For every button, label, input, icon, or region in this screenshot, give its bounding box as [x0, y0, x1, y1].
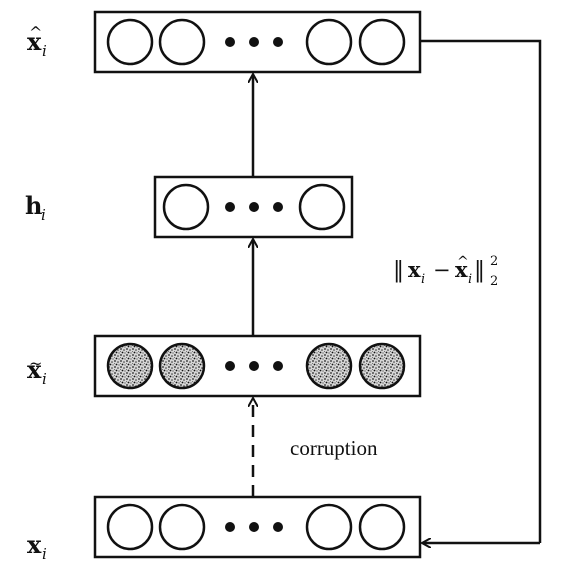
loss-sub-2: 2: [490, 274, 498, 289]
neuron-unit: [162, 183, 210, 231]
ellipsis-dot: [249, 202, 259, 212]
label-input: x i: [27, 530, 47, 563]
loss-sub-i2: i: [468, 272, 472, 287]
ellipsis-dot: [225, 202, 235, 212]
label-corrupted: ~ x i: [27, 354, 47, 388]
ellipsis-dot: [225, 37, 235, 47]
ellipsis-dot: [273, 522, 283, 532]
label-sub: i: [41, 206, 46, 224]
units: [106, 18, 406, 66]
label-accent: ~: [29, 354, 42, 373]
ellipsis-dot: [273, 37, 283, 47]
loss-norm-close: ‖: [474, 258, 485, 283]
ellipsis-dot: [273, 361, 283, 371]
loss-xhat: x: [455, 257, 468, 282]
neuron-unit: [305, 342, 353, 390]
label-reconstruction: ^ x i: [27, 23, 47, 60]
label-base: x: [27, 530, 42, 559]
units: [106, 503, 406, 551]
layer-corrupted: [93, 334, 422, 398]
neuron-unit: [358, 342, 406, 390]
label-base: h: [25, 191, 42, 220]
label-sub: i: [42, 370, 47, 388]
ellipsis-dot: [249, 522, 259, 532]
label-sub: i: [42, 42, 47, 60]
label-base: x: [27, 355, 42, 384]
ellipsis-dot: [225, 361, 235, 371]
ellipsis-dot: [249, 37, 259, 47]
units: [162, 183, 346, 231]
layer-reconstruction: [93, 10, 422, 74]
loss-sub-i: i: [421, 272, 425, 287]
neuron-unit: [158, 503, 206, 551]
neuron-unit: [358, 18, 406, 66]
loss-norm-open: ‖: [393, 258, 404, 283]
layer-box: [93, 334, 422, 398]
neuron-unit: [106, 18, 154, 66]
neuron-unit: [106, 342, 154, 390]
neuron-unit: [358, 503, 406, 551]
label-sub: i: [42, 545, 47, 563]
loss-connector: [420, 39, 542, 543]
layer-box: [93, 495, 422, 559]
layer-hidden: [153, 175, 354, 239]
label-base: x: [27, 27, 42, 56]
neuron-unit: [298, 183, 346, 231]
loss-x: x: [408, 257, 421, 282]
neuron-unit: [158, 18, 206, 66]
loss-hat: ^: [457, 254, 469, 270]
corruption-label: corruption: [290, 436, 378, 460]
label-accent: ^: [29, 23, 42, 42]
loss-minus: −: [433, 258, 451, 282]
neuron-unit: [305, 503, 353, 551]
ellipsis-dot: [225, 522, 235, 532]
loss-sup-2: 2: [490, 254, 498, 269]
units: [106, 342, 406, 390]
layer-input: [93, 495, 422, 559]
ellipsis-dot: [249, 361, 259, 371]
neuron-unit: [158, 342, 206, 390]
neuron-unit: [106, 503, 154, 551]
ellipsis-dot: [273, 202, 283, 212]
loss-label: ‖ x i − ^ x i ‖ 2 2: [393, 254, 498, 289]
label-hidden: h i: [25, 191, 46, 224]
neuron-unit: [305, 18, 353, 66]
